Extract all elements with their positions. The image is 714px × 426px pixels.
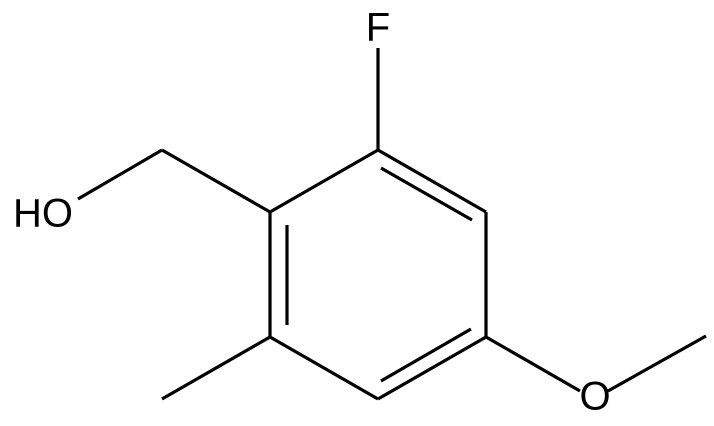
bond-methoxy-oxygen-methyl (607, 334, 707, 393)
atom-label-hydroxyl: HO (13, 192, 73, 236)
inner-double-bond-c4-c5 (380, 327, 472, 383)
ring-bond-c4-c5 (377, 335, 487, 401)
bond-c6-methyl (161, 335, 271, 401)
ring-bond-c1-c2 (269, 148, 379, 214)
bond-ch2-oxygen (77, 148, 163, 201)
bond-c1-ch2 (161, 148, 271, 214)
ring-bond-c2-c3 (377, 148, 487, 214)
ring-bond-c5-c6 (269, 335, 379, 401)
bond-c4-methoxy-oxygen (485, 335, 581, 393)
atom-label-methoxy-oxygen: O (579, 375, 610, 419)
inner-double-bond-c2-c3 (380, 166, 473, 222)
atom-label-fluorine: F (366, 6, 390, 50)
